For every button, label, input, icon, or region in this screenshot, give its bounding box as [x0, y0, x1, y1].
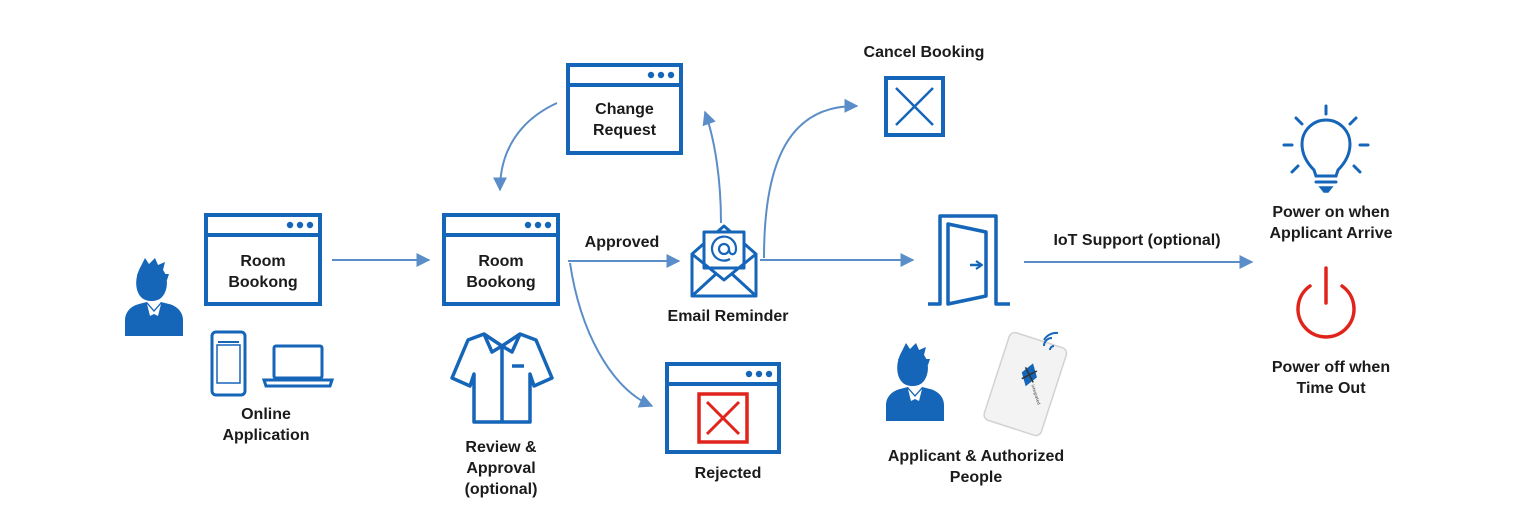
- rejected-window-icon: [665, 362, 781, 454]
- arrow-to-cancel: [763, 98, 859, 259]
- arrow-email-to-change: [702, 110, 722, 224]
- online-application-label: Online Application: [222, 406, 310, 444]
- door-icon: [928, 214, 1010, 306]
- envelope-at-icon: [690, 224, 758, 298]
- change-request-title: Change Request: [592, 101, 657, 139]
- rfid-card-icon: [983, 331, 1068, 437]
- cancel-x-box-icon: [884, 76, 945, 137]
- room-booking-title-2: Room Bookong: [466, 253, 536, 291]
- browser-window-icon: [204, 213, 322, 306]
- review-approval-label: Review & Approval (optional): [464, 439, 538, 498]
- browser-window-icon: [442, 213, 560, 306]
- smartphone-icon: [210, 330, 247, 397]
- cancel-booking-label: Cancel Booking: [863, 44, 985, 61]
- user-icon: [886, 343, 944, 421]
- applicant-people-label: Applicant & Authorized People: [887, 448, 1065, 486]
- shirt-icon: [450, 332, 554, 424]
- power-icon: [1296, 266, 1356, 339]
- edge-label-approved: Approved: [584, 234, 660, 251]
- power-on-label: Power on when Applicant Arrive: [1269, 204, 1393, 242]
- room-booking-title-1: Room Bookong: [228, 253, 298, 291]
- browser-window-icon: [566, 63, 683, 155]
- arrow-change-to-room2: [493, 102, 558, 192]
- power-off-label: Power off when Time Out: [1271, 359, 1391, 397]
- laptop-icon: [261, 344, 335, 388]
- arrow-to-rejected: [569, 262, 654, 408]
- rejected-label: Rejected: [694, 465, 762, 482]
- light-bulb-icon: [1282, 104, 1370, 193]
- user-icon: [125, 258, 183, 336]
- edge-label-iot-support: IoT Support (optional): [1053, 232, 1221, 249]
- email-reminder-label: Email Reminder: [667, 308, 789, 325]
